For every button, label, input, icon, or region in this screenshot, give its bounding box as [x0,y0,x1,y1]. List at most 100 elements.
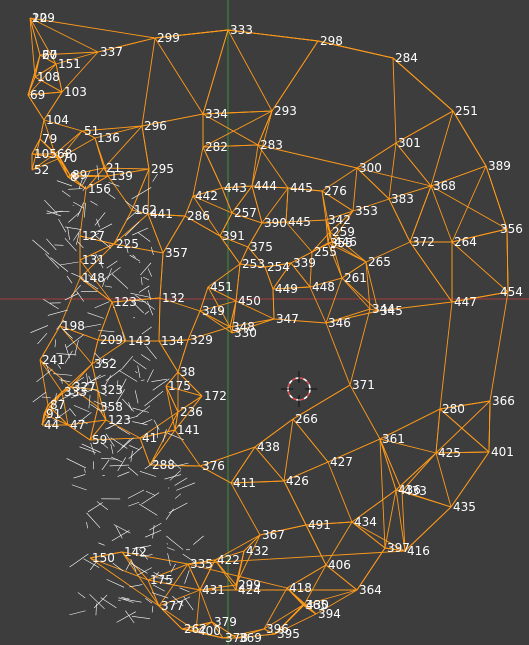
vertex-label: 38 [180,365,195,379]
mesh-edge [341,277,379,312]
mesh-edge [29,17,99,53]
mesh-edge [356,167,432,187]
mesh-edge [192,195,233,214]
mesh-edge [55,51,99,65]
mesh-edge [254,446,285,482]
mesh-edge [184,215,221,237]
mesh-edge [113,213,149,245]
mesh-edge [409,185,432,243]
mesh-dense-edge [132,359,147,370]
mesh-dense-edge [68,211,81,223]
mesh-edge [31,153,61,159]
vertex-label: 141 [177,423,200,437]
mesh-edge [202,110,273,148]
mesh-edge [147,168,150,215]
mesh-edge [214,559,237,591]
mesh-dense-edge [151,592,169,599]
mesh-edge [85,175,109,190]
mesh-edge [105,419,141,439]
mesh-edge [39,51,99,56]
mesh-dense-edge [152,571,160,580]
vertex-label: 143 [128,334,151,348]
mesh-dense-edge [75,412,92,425]
mesh-edge [177,371,203,397]
vertex-label: 151 [58,57,81,71]
mesh-edge [59,325,93,365]
mesh-edge [195,621,213,632]
mesh-edge [305,521,353,526]
mesh-dense-edge [108,181,120,187]
vertex-label: 342 [328,213,351,227]
mesh-edge [283,418,294,482]
mesh-edge [103,167,150,170]
mesh-dense-edge [69,553,89,568]
vertex-label: 427 [330,455,353,469]
mesh-edge [103,167,109,177]
mesh-edge [94,125,143,139]
mesh-dense-edge [73,201,85,209]
mesh-dense-edge [73,405,90,413]
mesh-edge [70,386,99,408]
mesh-dense-edge [54,393,57,402]
mesh-edge [257,110,273,146]
mesh-edge [97,37,156,53]
vertex-label: 441 [150,207,173,221]
mesh-dense-edge [110,456,123,463]
mesh-edge [43,119,83,132]
mesh-edge [187,326,231,341]
vertex-label: 358 [100,400,123,414]
mesh-edge [79,259,113,303]
3d-cursor-icon[interactable] [281,371,317,407]
mesh-edge [97,389,107,421]
mesh-dense-edge [94,352,105,364]
vertex-label: 424 [238,583,261,597]
mesh-edge [325,564,358,591]
mesh-edge [79,243,115,279]
mesh-dense-edge [140,277,143,286]
mesh-dense-edge [126,211,137,221]
mesh-edge [430,185,453,243]
vertex-label: 449 [275,282,298,296]
mesh-dense-edge [125,200,143,215]
mesh-edge [285,219,327,223]
mesh-dense-edge [132,254,136,258]
mesh-dense-edge [138,285,150,293]
mesh-dense-edge [167,553,171,566]
vertex-label: 345 [380,304,403,318]
mesh-edge [97,406,107,421]
vertex-label: 376 [202,459,225,473]
mesh-dense-edge [70,390,91,399]
mesh-dense-edge [118,370,138,382]
mesh-edge [231,300,237,334]
mesh-edge [239,246,249,265]
vertex-label: 416 [407,544,430,558]
mesh-edge [303,564,327,606]
mesh-edge [435,408,441,454]
vertex-label: 109 [32,11,55,25]
mesh-edge [273,318,327,324]
mesh-dense-edge [102,278,106,287]
mesh-edge [325,210,354,221]
mesh-edge [29,17,156,39]
mesh-edge [488,400,491,453]
mesh-dense-edge [45,364,50,374]
vertex-label: 406 [328,558,351,572]
mesh-dense-edge [84,468,86,473]
mesh-edge [177,395,203,413]
mesh-dense-edge [77,592,86,599]
mesh-edge [41,391,63,426]
vertex-label: 346 [328,316,351,330]
mesh-edge [154,37,204,115]
mesh-edge [325,277,343,324]
vertex-label: 391 [222,229,245,243]
mesh-dense-edge [56,353,77,356]
mesh-edge [195,630,224,639]
mesh-dense-edge [117,426,131,435]
mesh-edge [236,633,276,639]
mesh-edge [199,310,231,328]
mesh-dense-edge [46,238,57,251]
mesh-edge [81,130,96,139]
vertex-label: 150 [92,551,115,565]
